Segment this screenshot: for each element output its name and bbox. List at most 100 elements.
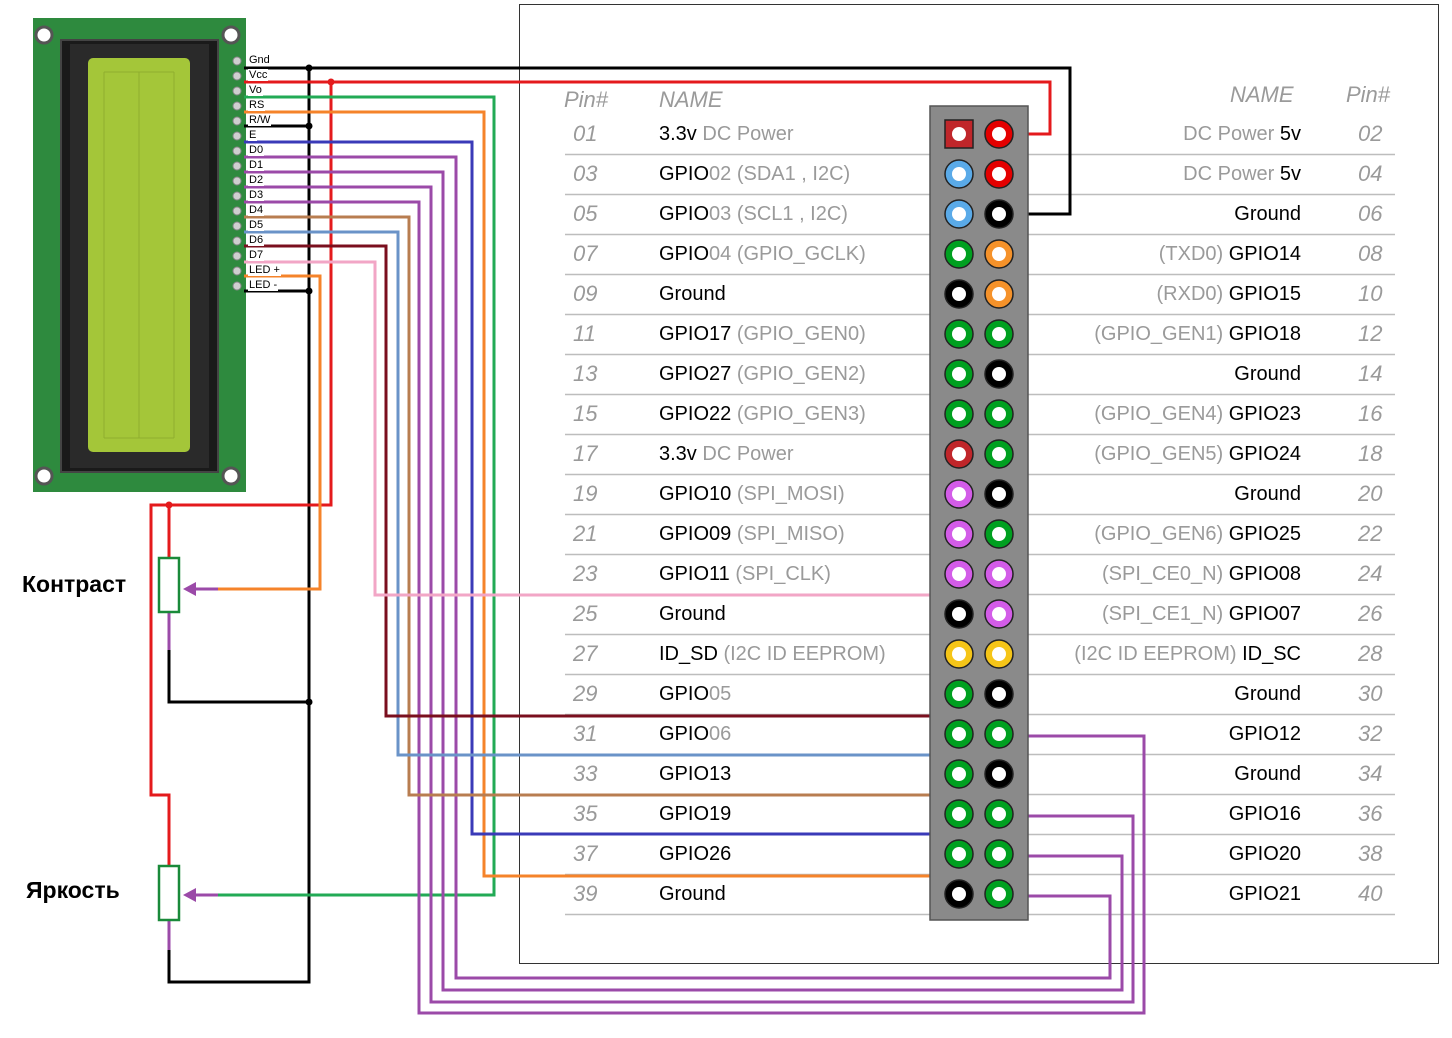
gpio-pin-hole: [992, 407, 1006, 421]
pin-label: GPIO: [659, 243, 710, 265]
pin-number-right: 08: [1358, 241, 1383, 266]
lcd-pin-pad: [232, 191, 242, 201]
gpio-pin-hole: [952, 767, 966, 781]
pin-name-left: GPIO03 (SCL1 , I2C): [659, 202, 848, 226]
pin-name-left: GPIO17 (GPIO_GEN0): [659, 322, 866, 346]
pin-number-left: 29: [573, 681, 598, 706]
pin-number-left: 05: [573, 201, 598, 226]
pin-label: GPIO25: [1228, 523, 1301, 545]
pin-number-right: 38: [1358, 841, 1383, 866]
pin-label: Ground: [1234, 203, 1301, 225]
pin-number-left: 37: [573, 841, 598, 866]
gpio-pin-hole: [952, 607, 966, 621]
pin-number-left: 23: [573, 561, 598, 586]
lcd-pin-pad: [232, 206, 242, 216]
lcd-pin-pad: [232, 116, 242, 126]
pin-label: GPIO27: [659, 363, 732, 385]
pin-label: 5v: [1279, 163, 1301, 185]
lcd-pin-pad: [232, 251, 242, 261]
wire-gnd-pot1: [167, 650, 309, 704]
gpio-pin-hole: [952, 247, 966, 261]
lcd-pin-label: D1: [248, 159, 265, 171]
pin-label: GPIO16: [1228, 803, 1301, 825]
wiper-arrow-icon: [183, 582, 196, 596]
wiper-arrow-icon: [183, 888, 196, 902]
pin-name-left: GPIO05: [659, 682, 731, 706]
pin-number-right: 34: [1358, 761, 1383, 786]
pin-label: GPIO11: [659, 563, 730, 585]
pin-name-left: GPIO26: [659, 842, 731, 866]
lcd-pin-pad: [232, 146, 242, 156]
pin-number-left: 39: [573, 881, 598, 906]
wire-led-plus: [188, 274, 322, 591]
pin-name-right: GPIO16: [1229, 802, 1301, 826]
pin-name-left: Ground: [659, 282, 726, 306]
lcd-pin-label: D7: [248, 249, 265, 261]
wire-gnd: [244, 66, 1072, 216]
wire-d1: [244, 170, 1124, 992]
gpio-pin-grid: [944, 119, 1014, 909]
pin-function: (SPI_CE0_N): [1102, 563, 1229, 585]
pin-label: 3.3v: [659, 443, 697, 465]
pin-number-left: 11: [573, 321, 596, 346]
lcd-character-grid: [103, 71, 175, 439]
pin-label: Ground: [659, 283, 726, 305]
gpio-pin-hole: [952, 807, 966, 821]
lcd-module: [33, 18, 246, 492]
pin-name-left: Ground: [659, 882, 726, 906]
gpio-pin-hole: [992, 127, 1006, 141]
pin-name-left: GPIO02 (SDA1 , I2C): [659, 162, 850, 186]
pin-label: GPIO20: [1228, 843, 1301, 865]
header-pin-right: Pin#: [1346, 82, 1391, 107]
gpio-pin-hole: [992, 527, 1006, 541]
pin-label: GPIO13: [659, 763, 732, 785]
gpio-pin-hole: [952, 847, 966, 861]
lcd-pin-label: D5: [248, 219, 265, 231]
lcd-pin-label: R/W: [248, 114, 272, 126]
pin-name-right: Ground: [1234, 482, 1301, 506]
pin-label-suffix: 05: [709, 683, 732, 705]
gpio-pin-hole: [952, 527, 966, 541]
potentiometer-contrast: [157, 556, 218, 614]
pin-label-suffix: 02: [709, 163, 732, 185]
pin-number-right: 22: [1358, 521, 1383, 546]
pin-label: GPIO26: [659, 843, 732, 865]
pin-name-left: GPIO19: [659, 802, 731, 826]
lcd-pin-pad: [232, 266, 242, 276]
pin-name-right: Ground: [1234, 682, 1301, 706]
pin-name-right: (SPI_CE0_N) GPIO08: [1102, 562, 1301, 586]
header-name-left: NAME: [659, 87, 723, 112]
lcd-pin-label: D2: [248, 174, 265, 186]
pin-label: GPIO08: [1228, 563, 1301, 585]
pin-name-right: Ground: [1234, 202, 1301, 226]
gpio-header: [929, 105, 1029, 921]
lcd-pin-pad: [232, 236, 242, 246]
lcd-pin-pad: [232, 86, 242, 96]
gpio-pin-hole: [952, 127, 966, 141]
pin-label: GPIO18: [1228, 323, 1301, 345]
pin-function: (I2C ID EEPROM): [1074, 643, 1243, 665]
pin-label: GPIO: [659, 683, 710, 705]
pin-name-right: (TXD0) GPIO14: [1159, 242, 1301, 266]
pin-name-left: Ground: [659, 602, 726, 626]
pin-number-right: 30: [1358, 681, 1383, 706]
pin-function: (SPI_CE1_N): [1102, 603, 1229, 625]
gpio-pin-hole: [992, 327, 1006, 341]
brightness-label: Яркость: [26, 877, 120, 903]
gpio-pin-hole: [992, 287, 1006, 301]
lcd-pin-label: Vo: [248, 84, 263, 96]
pin-label-suffix: 03: [709, 203, 732, 225]
lcd-pin-label: E: [248, 129, 258, 141]
gpio-pin-hole: [992, 167, 1006, 181]
lcd-pin-pads: [232, 56, 242, 291]
pin-function: (I2C ID EEPROM): [717, 643, 886, 665]
pin-number-left: 31: [573, 721, 598, 746]
pin-number-right: 40: [1358, 881, 1383, 906]
pin-name-right: (SPI_CE1_N) GPIO07: [1102, 602, 1301, 626]
pin-number-left: 07: [573, 241, 598, 266]
lcd-pin-pad: [232, 131, 242, 141]
pin-label: GPIO19: [659, 803, 732, 825]
wire-d0: [244, 155, 1112, 980]
pin-label: Ground: [659, 883, 726, 905]
gpio-pin-hole: [992, 767, 1006, 781]
